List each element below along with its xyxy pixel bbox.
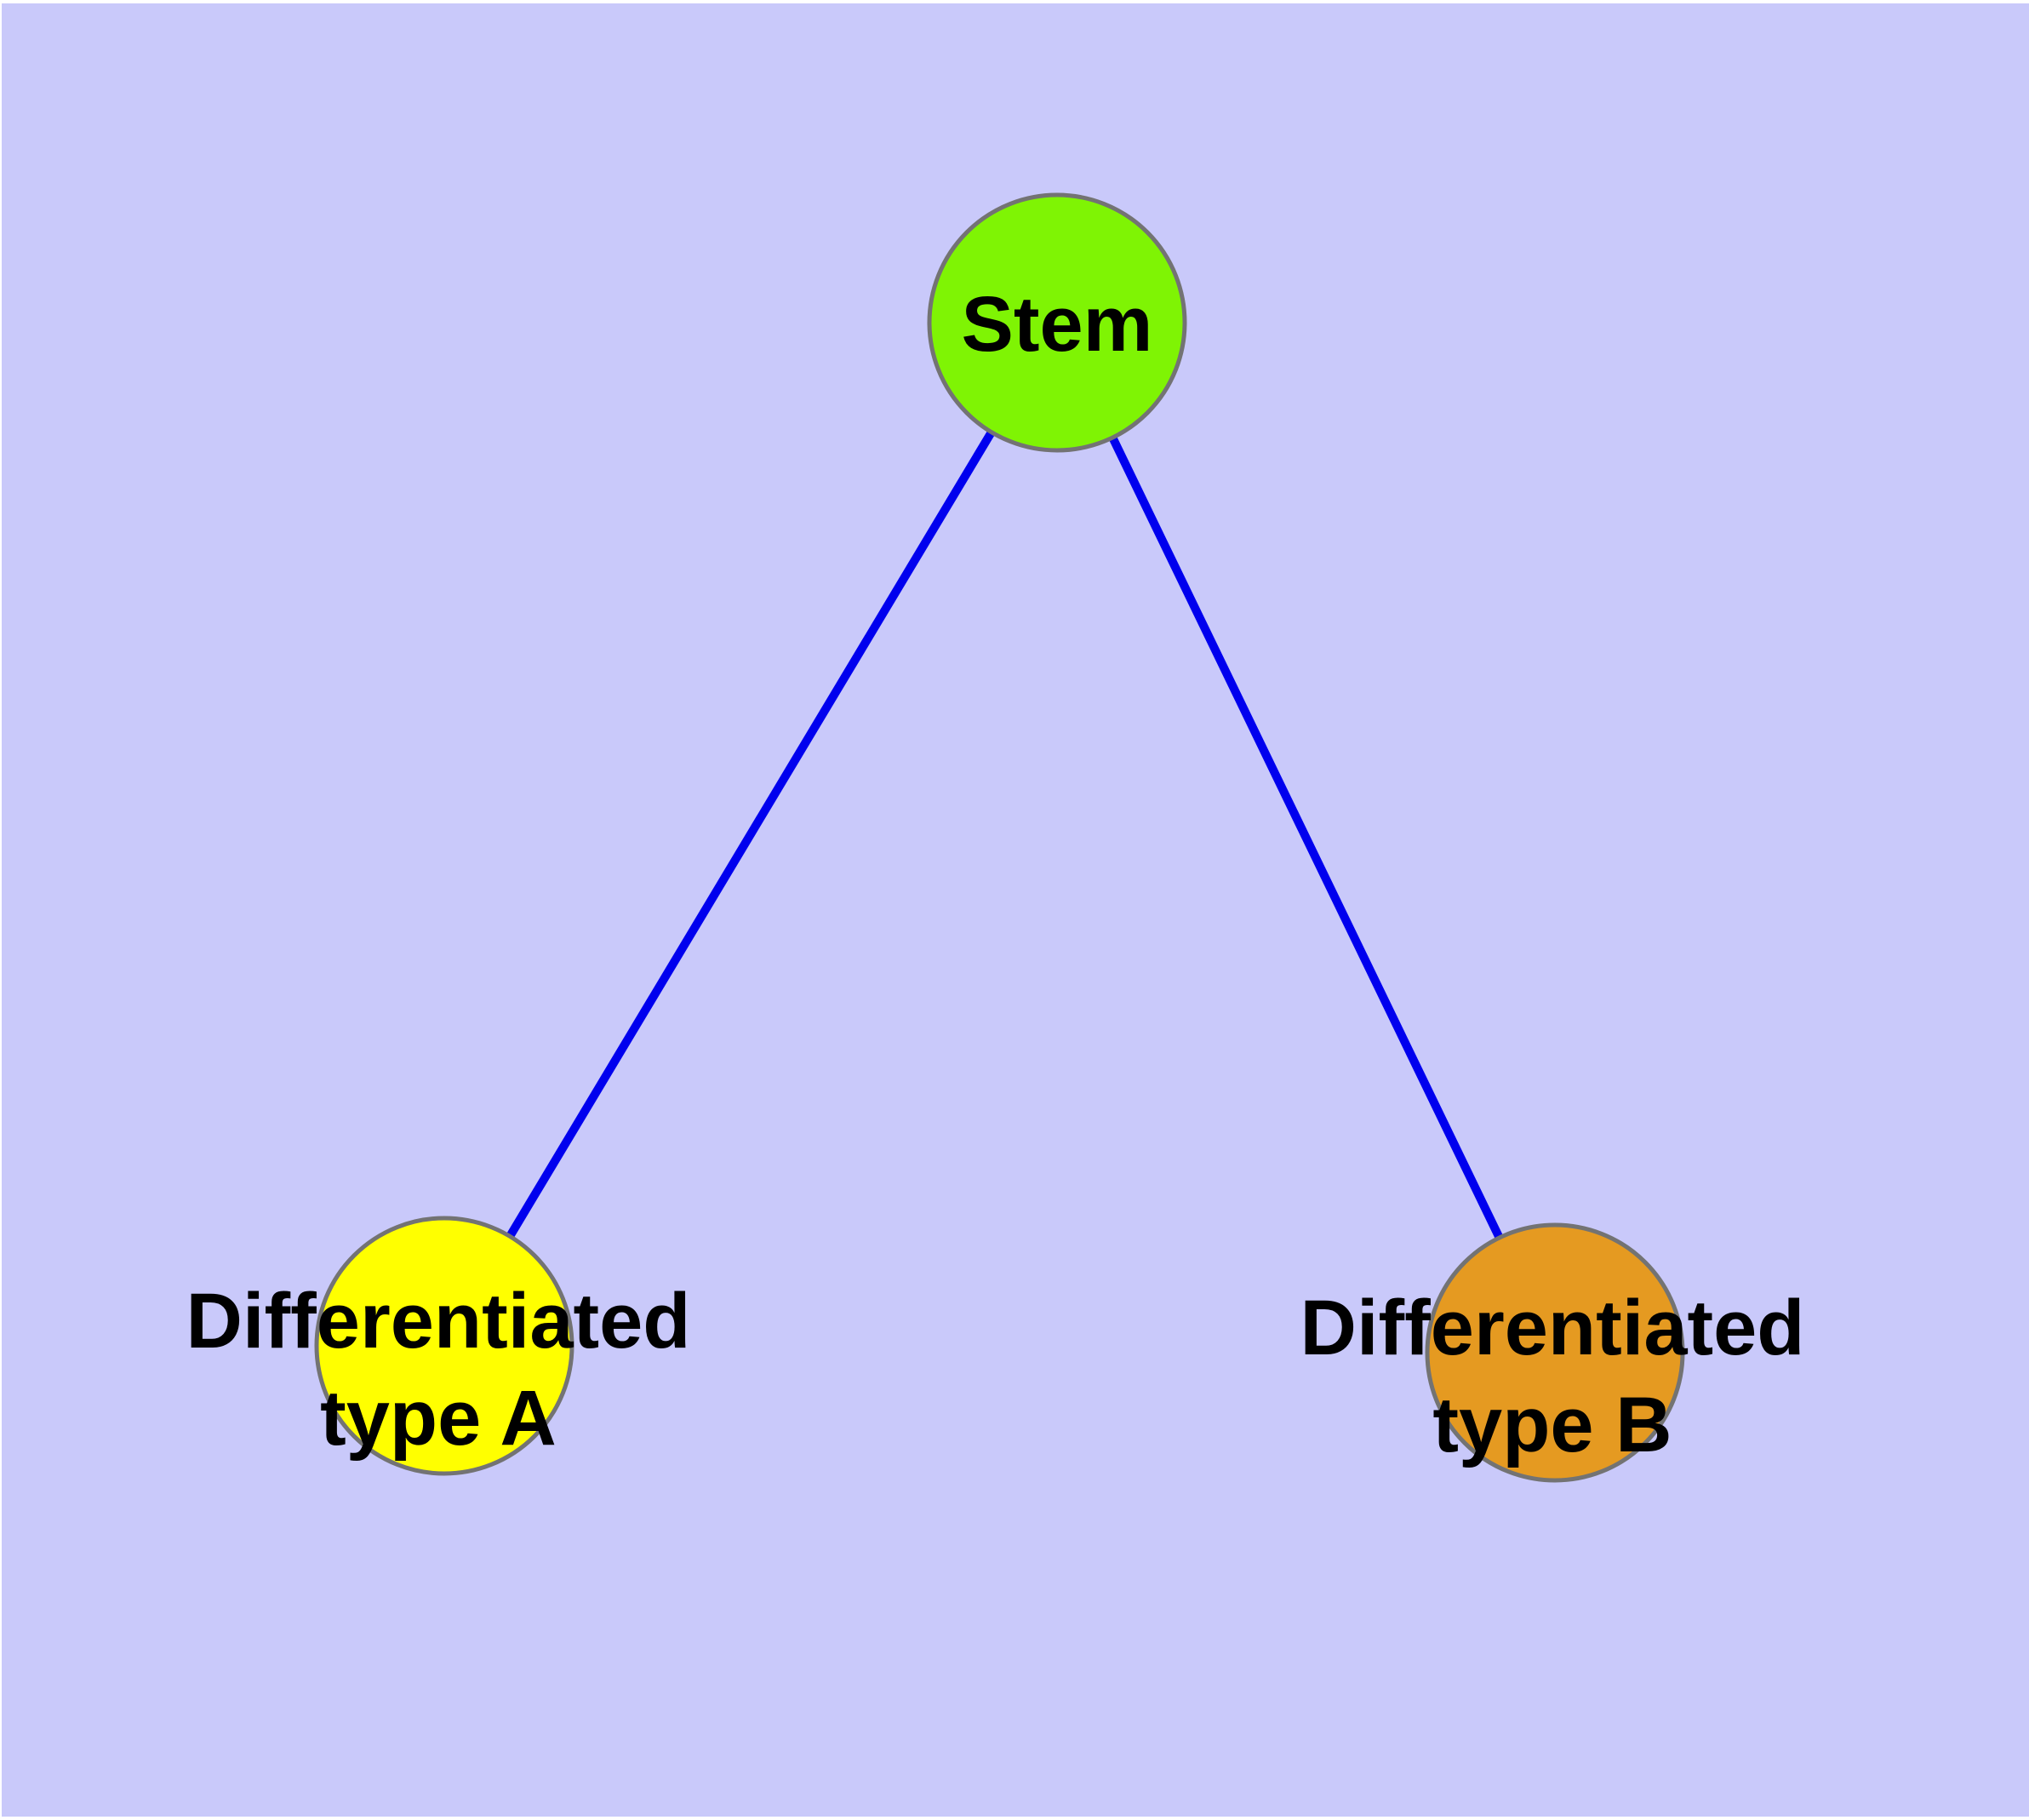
- edge-stem-to-type-b: [1053, 320, 1559, 1355]
- graph-canvas: Stem Differentiated type A Differentiate…: [2, 3, 2029, 1817]
- edge-stem-to-type-a: [440, 320, 1061, 1348]
- node-differentiated-type-b-label-line1: Differentiated: [1300, 1285, 1805, 1371]
- node-stem-label: Stem: [962, 281, 1153, 368]
- node-differentiated-type-a-label-line1: Differentiated: [186, 1278, 691, 1365]
- node-differentiated-type-b: [1425, 1222, 1685, 1483]
- node-differentiated-type-a: [314, 1216, 574, 1476]
- plot-area: Stem Differentiated type A Differentiate…: [2, 3, 2029, 1817]
- node-differentiated-type-a-label-line2: type A: [320, 1375, 557, 1462]
- node-stem: [927, 192, 1187, 453]
- node-differentiated-type-b-label-line2: type B: [1432, 1382, 1672, 1468]
